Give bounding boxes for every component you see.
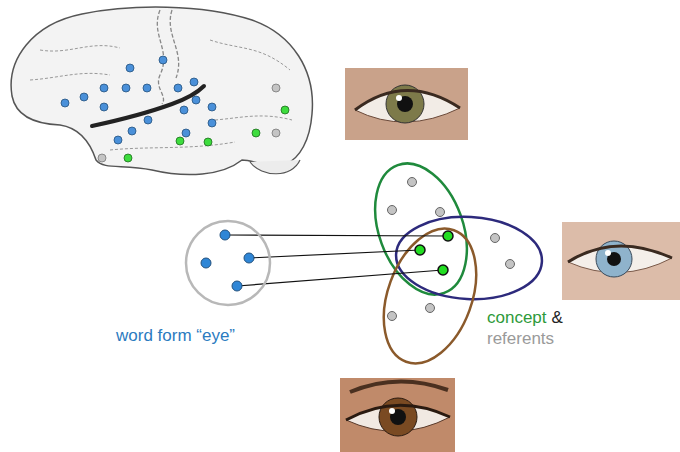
- concept-dot: [438, 265, 448, 275]
- blue-dot: [122, 84, 130, 92]
- set-outline-navy: [394, 213, 544, 303]
- blue-dot: [192, 96, 200, 104]
- eyelid: [568, 246, 672, 262]
- eye-photo: [340, 378, 455, 452]
- concept-dot: [415, 245, 425, 255]
- blue-dot: [208, 103, 216, 111]
- blue-dot: [174, 84, 182, 92]
- blue-dot: [143, 84, 151, 92]
- blue-dot: [114, 136, 122, 144]
- set-outline-green: [358, 151, 483, 308]
- sulcus: [170, 10, 178, 78]
- blue-dot: [100, 84, 108, 92]
- referent-dot: [426, 304, 435, 313]
- green-dot: [281, 106, 289, 114]
- eye-pupil: [390, 409, 406, 425]
- concept-label: concept: [487, 308, 547, 327]
- eye-photo: [562, 222, 680, 300]
- eye-highlight: [389, 408, 395, 414]
- eye-highlight: [396, 95, 402, 101]
- referent-dot: [436, 208, 445, 217]
- link-line: [249, 250, 420, 258]
- word-form-dot: [201, 258, 211, 268]
- green-dot: [204, 138, 212, 146]
- sulcus: [215, 116, 292, 120]
- blue-dot: [190, 78, 198, 86]
- word-form-dot: [232, 281, 242, 291]
- green-dot: [124, 154, 132, 162]
- word-form-circle: word form “eye”: [112, 219, 274, 352]
- brain-outline: [11, 7, 312, 174]
- referents-label: referents: [487, 329, 554, 348]
- grey-dot: [272, 129, 280, 137]
- eye-photo: [345, 68, 468, 140]
- referent-dot: [388, 206, 397, 215]
- blue-dot: [144, 116, 152, 124]
- sulcus: [110, 142, 235, 150]
- referent-dot: [388, 312, 397, 321]
- referent-dot: [506, 260, 515, 269]
- eye-iris: [379, 398, 417, 436]
- set-outline-brown: [367, 216, 494, 376]
- node-label: word form “eye”: [116, 326, 235, 346]
- word-form-dot: [244, 253, 254, 263]
- referent-dot: [491, 234, 500, 243]
- blue-dot: [180, 106, 188, 114]
- blue-dot: [80, 93, 88, 101]
- blue-dot: [61, 99, 69, 107]
- green-dot: [176, 137, 184, 145]
- eye-pupil: [397, 96, 413, 112]
- sulcus: [30, 73, 110, 80]
- blue-dot: [126, 64, 134, 72]
- sulcus: [40, 46, 120, 51]
- blue-dot: [100, 103, 108, 111]
- blue-dot: [208, 119, 216, 127]
- referent-dot: [408, 178, 417, 187]
- green-dot: [252, 129, 260, 137]
- eyelid: [346, 405, 450, 420]
- blue-dot: [182, 129, 190, 137]
- eyelid: [355, 90, 460, 110]
- ampersand-label: &: [552, 308, 563, 327]
- eyebrow: [350, 381, 448, 392]
- word-form-outline: [186, 221, 270, 305]
- eye-highlight: [605, 250, 611, 256]
- sulcus: [210, 40, 290, 70]
- concept-dot: [443, 231, 453, 241]
- word-form-dot: [220, 230, 230, 240]
- blue-dot: [128, 127, 136, 135]
- cerebellum: [250, 160, 300, 174]
- grey-dot: [272, 84, 280, 92]
- blue-dot: [159, 56, 167, 64]
- grey-dot: [98, 154, 106, 162]
